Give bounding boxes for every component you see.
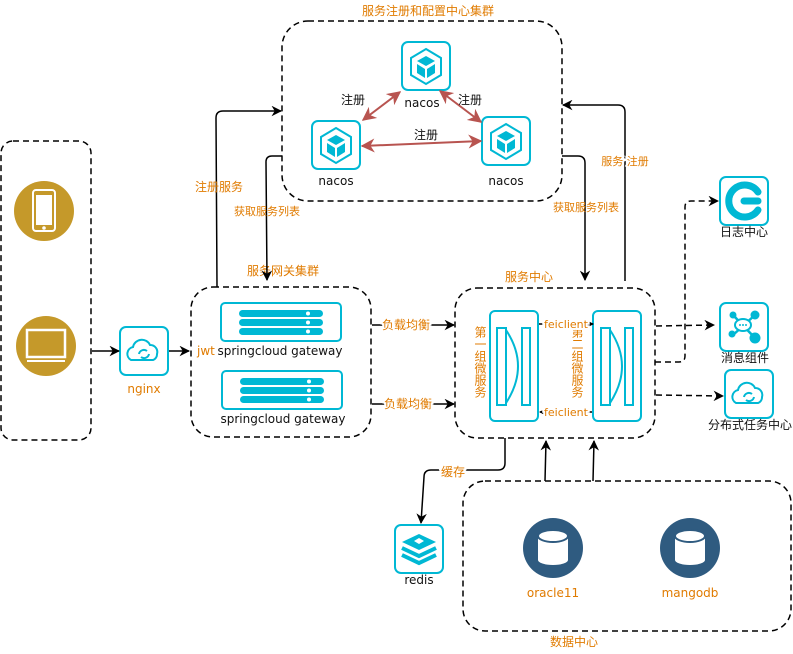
database-icon xyxy=(660,518,720,578)
service-group xyxy=(454,287,656,439)
data-to-service-edge-1 xyxy=(540,439,552,482)
micro-group-2-label: 第二组微服务 xyxy=(570,326,584,398)
get-list-left-label: 获取服务列表 xyxy=(234,204,300,218)
service-to-log-edge xyxy=(655,195,720,363)
register-edge-middle xyxy=(360,134,483,153)
client-group xyxy=(0,140,92,441)
cube-cluster-icon xyxy=(320,126,352,165)
redis-node[interactable]: redis xyxy=(394,524,444,587)
micro-group-1-node[interactable]: 第一组微服务 xyxy=(473,310,539,422)
gateway-2-label: springcloud gateway xyxy=(221,412,346,426)
feign-label-1: feiclient xyxy=(544,318,589,331)
registry-group xyxy=(281,20,563,202)
register-edge-left xyxy=(361,91,402,121)
server-rack-icon xyxy=(239,310,323,335)
nginx-node[interactable]: nginx xyxy=(119,326,169,396)
service-register-label: 服务 注册 xyxy=(601,154,649,168)
task-center-node[interactable]: 分布式任务中心 xyxy=(708,369,792,432)
nacos-top-node[interactable]: nacos xyxy=(401,41,451,110)
gateway-2-node[interactable]: springcloud gateway xyxy=(221,370,346,426)
mobile-phone-icon xyxy=(14,181,74,241)
service-to-task-edge xyxy=(655,390,725,402)
cache-label: 缓存 xyxy=(441,465,465,479)
micro-group-2-node[interactable]: 第二组微服务 xyxy=(570,310,642,422)
register-label-3: 注册 xyxy=(414,127,438,142)
log-c-icon xyxy=(725,181,762,221)
data-to-service-edge-2 xyxy=(588,439,600,482)
get-list-right-label: 获取服务列表 xyxy=(553,200,619,214)
gateway-1-node[interactable]: springcloud gateway xyxy=(218,302,343,358)
data-group xyxy=(462,480,792,632)
task-center-label: 分布式任务中心 xyxy=(708,417,792,432)
cube-cluster-icon xyxy=(410,47,442,86)
register-label-2: 注册 xyxy=(458,92,482,107)
nacos-left-label: nacos xyxy=(318,174,353,188)
register-label-1: 注册 xyxy=(341,92,365,107)
nginx-label: nginx xyxy=(127,382,160,396)
oracle-node[interactable]: oracle11 xyxy=(523,518,583,600)
gateway-group-title: 服务网关集群 xyxy=(247,263,319,278)
gateway-group xyxy=(190,286,372,438)
feign-label-2: feiclient xyxy=(544,406,589,419)
register-edge-right xyxy=(438,90,483,123)
message-label: 消息组件 xyxy=(721,350,769,365)
message-node[interactable]: 消息组件 xyxy=(719,302,769,365)
oracle-label: oracle11 xyxy=(527,586,579,600)
monitor-icon xyxy=(16,316,76,376)
database-icon xyxy=(523,518,583,578)
lb-label-1: 负载均衡 xyxy=(382,318,430,332)
micro-group-1-label: 第一组微服务 xyxy=(473,326,487,398)
service-group-title: 服务中心 xyxy=(505,269,553,284)
nacos-left-node[interactable]: nacos xyxy=(311,120,361,188)
get-list-right-edge xyxy=(562,155,591,282)
register-service-label: 注册服务 xyxy=(195,179,243,194)
mongo-label: mangodb xyxy=(662,586,719,600)
redis-label: redis xyxy=(404,573,433,587)
data-group-title: 数据中心 xyxy=(550,634,598,649)
cube-cluster-icon xyxy=(490,122,522,161)
cache-edge xyxy=(416,438,506,525)
mongo-node[interactable]: mangodb xyxy=(660,518,720,600)
log-center-label: 日志中心 xyxy=(720,224,768,239)
service-register-edge xyxy=(561,99,626,281)
jwt-label: jwt xyxy=(196,344,215,358)
registry-group-title: 服务注册和配置中心集群 xyxy=(362,3,494,18)
log-center-node[interactable]: 日志中心 xyxy=(719,176,769,239)
nacos-right-label: nacos xyxy=(488,174,523,188)
nacos-right-node[interactable]: nacos xyxy=(481,116,531,188)
gateway-1-label: springcloud gateway xyxy=(218,344,343,358)
cloud-sync-icon xyxy=(126,338,159,361)
message-hub-icon xyxy=(728,310,761,344)
gateway-arch-icon xyxy=(496,327,531,406)
gateway-arch-icon xyxy=(600,327,634,406)
nacos-top-label: nacos xyxy=(404,96,439,110)
lb-label-2: 负载均衡 xyxy=(384,397,432,411)
cloud-sync-icon xyxy=(731,381,764,404)
stack-layers-icon xyxy=(401,534,437,566)
server-rack-icon xyxy=(240,378,324,403)
get-list-left-edge xyxy=(261,155,282,282)
register-service-edge xyxy=(215,105,283,288)
